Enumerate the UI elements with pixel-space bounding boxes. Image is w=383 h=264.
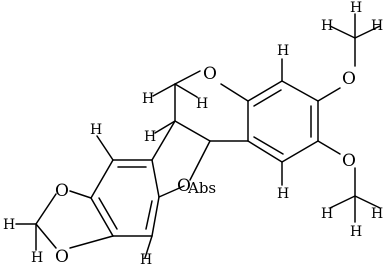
bond xyxy=(189,140,211,181)
h-methyl-upper-left: H xyxy=(321,18,333,34)
h-ring-junction: H xyxy=(144,129,156,145)
bond xyxy=(354,195,381,209)
h-aromatic-a-top: H xyxy=(277,43,289,59)
h-methyl-upper-top: H xyxy=(350,0,362,16)
bond xyxy=(145,200,153,230)
bond xyxy=(90,159,114,199)
bond xyxy=(220,83,249,102)
atom-o-pyran: O xyxy=(203,64,217,84)
bond xyxy=(96,135,114,161)
h-ch2-left: H xyxy=(142,91,154,107)
bond xyxy=(317,140,341,155)
h-dioxole-ch2-bottom: H xyxy=(31,250,43,264)
h-methyl-upper-right: H xyxy=(371,18,383,34)
bond xyxy=(90,197,114,237)
h-dioxole-ch2-left: H xyxy=(3,217,15,233)
bond xyxy=(154,120,176,134)
bond xyxy=(247,140,283,163)
bond xyxy=(98,197,118,230)
bond xyxy=(174,70,201,85)
h-methyl-lower-left: H xyxy=(321,206,333,222)
h-aromatic-b-bottom: H xyxy=(140,252,152,264)
bond xyxy=(329,25,356,39)
bond xyxy=(35,223,57,249)
atom-labels: O O O O O O xyxy=(55,64,356,264)
bond xyxy=(151,159,160,198)
atom-o-methoxy-lower: O xyxy=(342,151,356,171)
hydrogen-labels: H H H H H H H H H H H H H H H xyxy=(3,0,383,264)
bond xyxy=(174,83,198,98)
bond xyxy=(152,83,176,97)
h-aromatic-a-bottom: H xyxy=(277,186,289,202)
bond xyxy=(329,195,356,209)
bond xyxy=(144,235,153,259)
bond xyxy=(317,87,341,102)
bond xyxy=(281,80,319,102)
bond xyxy=(253,89,282,107)
bond xyxy=(281,140,319,163)
bond xyxy=(69,235,114,249)
h-aromatic-b-top: H xyxy=(90,122,102,138)
atom-o-dioxole-upper: O xyxy=(55,181,69,201)
stereo-abs-label: Abs xyxy=(187,179,216,197)
h-methyl-lower-right: H xyxy=(371,206,383,222)
bonds xyxy=(15,13,381,259)
h-ch2-right: H xyxy=(196,96,208,112)
bond xyxy=(158,185,185,198)
bond xyxy=(354,25,381,39)
bond xyxy=(151,196,160,237)
h-methyl-lower-bottom: H xyxy=(350,224,362,240)
bond xyxy=(69,190,92,199)
atom-o-methoxy-upper: O xyxy=(342,69,356,89)
atom-o-furan: O xyxy=(177,176,191,196)
bond xyxy=(247,80,283,102)
bond xyxy=(151,120,176,161)
bond xyxy=(174,120,211,142)
bond xyxy=(253,136,284,155)
bond xyxy=(35,193,57,225)
atom-o-dioxole-lower: O xyxy=(55,247,69,264)
